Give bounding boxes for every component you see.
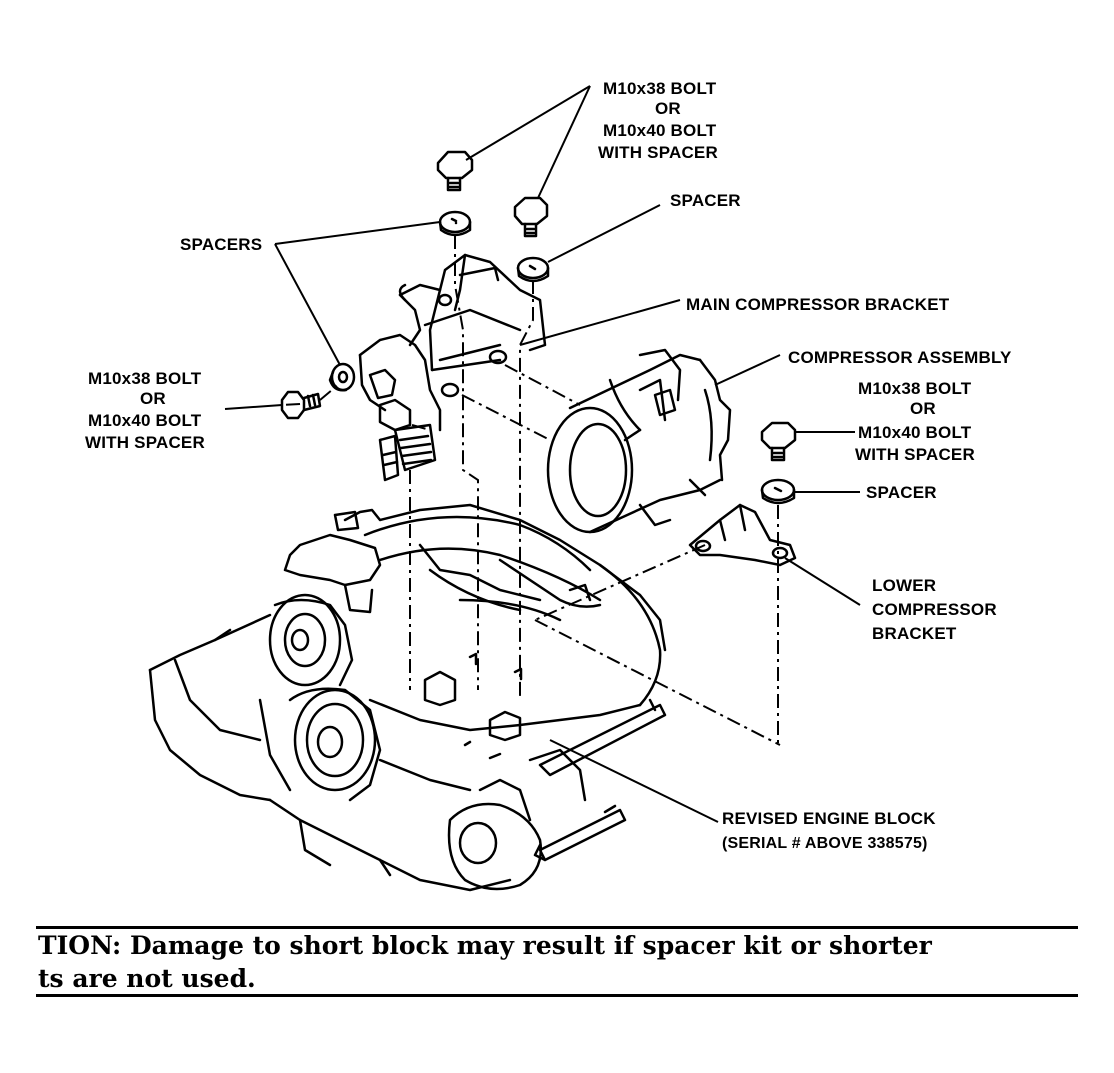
label-top-bolt-line4: WITH SPACER bbox=[598, 143, 718, 162]
label-top-bolt-line2: OR bbox=[655, 99, 681, 118]
label-engine-block-line2: (SERIAL # ABOVE 338575) bbox=[722, 835, 928, 852]
compressor-assembly bbox=[546, 348, 732, 534]
top-left-spacer bbox=[438, 210, 472, 237]
leader-lines bbox=[224, 85, 861, 823]
label-lower-bracket-line1: LOWER bbox=[872, 576, 936, 595]
lower-compressor-bracket bbox=[688, 503, 797, 567]
label-right-bolt-line4: WITH SPACER bbox=[855, 445, 975, 464]
label-left-bolt-line3: M10x40 BOLT bbox=[88, 411, 202, 430]
top-right-bolt bbox=[513, 196, 549, 238]
label-left-bolt-line2: OR bbox=[140, 389, 166, 408]
left-bolt bbox=[280, 390, 322, 420]
label-left-bolt-line4: WITH SPACER bbox=[85, 433, 205, 452]
caution-line-1: TION: Damage to short block may result i… bbox=[38, 931, 932, 960]
diagram-labels: M10x38 BOLT OR M10x40 BOLT WITH SPACER S… bbox=[85, 79, 1012, 852]
engine-block bbox=[148, 503, 667, 892]
label-spacer-right: SPACER bbox=[866, 483, 937, 502]
label-right-bolt-line2: OR bbox=[910, 399, 936, 418]
right-bolt bbox=[760, 421, 797, 462]
top-left-bolt bbox=[436, 150, 474, 192]
label-spacer-top: SPACER bbox=[670, 191, 741, 210]
label-compressor-assembly: COMPRESSOR ASSEMBLY bbox=[788, 348, 1012, 367]
label-left-bolt-line1: M10x38 BOLT bbox=[88, 369, 202, 388]
label-right-bolt-line1: M10x38 BOLT bbox=[858, 379, 972, 398]
right-spacer bbox=[760, 478, 796, 505]
main-compressor-bracket bbox=[358, 253, 547, 482]
label-right-bolt-line3: M10x40 BOLT bbox=[858, 423, 972, 442]
label-spacers: SPACERS bbox=[180, 235, 262, 254]
caution-bottom-rule bbox=[36, 994, 1078, 997]
alignment-lines bbox=[281, 235, 781, 746]
label-lower-bracket-line2: COMPRESSOR bbox=[872, 600, 997, 619]
top-right-spacer bbox=[516, 256, 550, 283]
caution-line-2: ts are not used. bbox=[38, 964, 256, 993]
label-lower-bracket-line3: BRACKET bbox=[872, 624, 957, 643]
label-main-compressor-bracket: MAIN COMPRESSOR BRACKET bbox=[686, 295, 950, 314]
label-top-bolt-line1: M10x38 BOLT bbox=[603, 79, 717, 98]
label-engine-block-line1: REVISED ENGINE BLOCK bbox=[722, 809, 936, 828]
label-top-bolt-line3: M10x40 BOLT bbox=[603, 121, 717, 140]
left-spacer bbox=[328, 362, 356, 392]
caution-top-rule bbox=[36, 926, 1078, 929]
